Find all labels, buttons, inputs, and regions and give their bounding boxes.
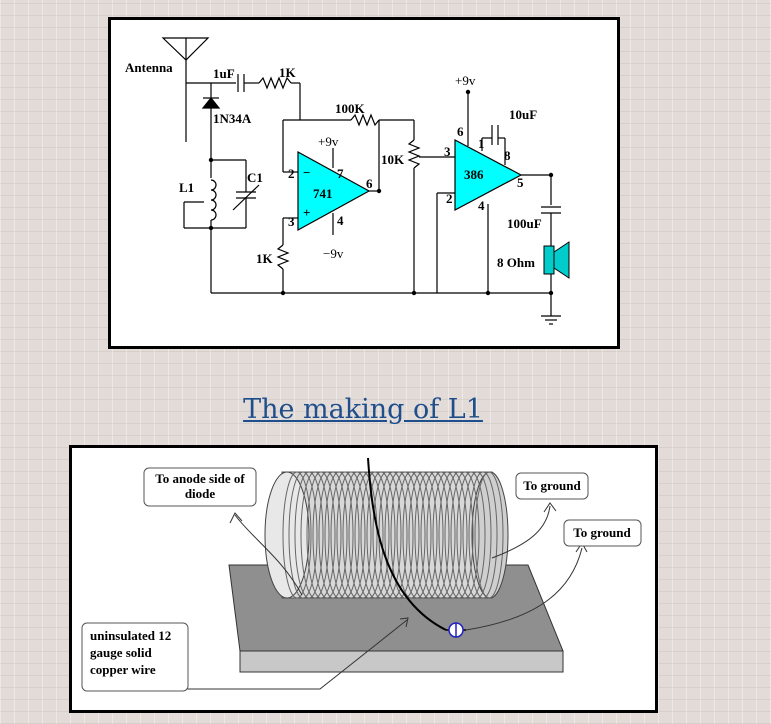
callout-anode xyxy=(143,467,257,507)
coil-turn xyxy=(294,471,324,599)
inductor-l1 xyxy=(210,179,217,221)
label-pin386-6: 6 xyxy=(457,124,464,139)
coil-turn xyxy=(324,471,354,599)
label-pin741-2: 2 xyxy=(288,166,295,181)
label-plus9-741: +9v xyxy=(318,134,339,149)
coil-turn xyxy=(456,471,486,599)
schematic-drawing: Antenna 1uF 1K 100K 1N34A +9v −9v 741 2 … xyxy=(125,37,570,325)
coil-turn xyxy=(474,471,504,599)
label-pin741-4: 4 xyxy=(337,213,344,228)
label-pin386-1: 1 xyxy=(478,136,485,151)
label-res-100k: 100K xyxy=(335,101,366,116)
label-res-1k-top: 1K xyxy=(279,65,297,80)
label-cap-100uf: 100uF xyxy=(507,216,542,231)
label-amp-386: 386 xyxy=(464,167,484,182)
coil-turn xyxy=(312,471,342,599)
making-of-l1-link[interactable]: The making of L1 xyxy=(243,394,483,425)
coil-turn xyxy=(390,471,420,599)
label-cap-10uf: 10uF xyxy=(509,107,537,122)
callout-ground-2 xyxy=(563,519,642,547)
label-minus9-741: −9v xyxy=(323,246,344,261)
label-pin741-6: 6 xyxy=(366,176,373,191)
resistor-1k-bottom xyxy=(276,244,290,270)
label-pin386-8: 8 xyxy=(504,148,511,163)
label-opamp-741: 741 xyxy=(313,186,333,201)
callout-wire-line3: copper wire xyxy=(90,662,156,677)
coil-turn xyxy=(342,471,372,599)
coil-turn xyxy=(396,471,426,599)
label-pin386-4: 4 xyxy=(478,198,485,213)
coil-turn xyxy=(414,471,444,599)
label-741-plus: + xyxy=(303,205,310,220)
coil-turn xyxy=(384,471,414,599)
coil-turn xyxy=(426,471,456,599)
speaker-icon xyxy=(543,245,555,275)
coil-turn xyxy=(438,471,468,599)
coil-turn xyxy=(360,471,390,599)
coil-construction-diagram: To anode side of diode To ground To grou… xyxy=(69,445,658,713)
label-speaker: 8 Ohm xyxy=(497,255,535,270)
coil-turn xyxy=(420,471,450,599)
coil-turn xyxy=(282,471,312,599)
label-pin386-5: 5 xyxy=(517,175,524,190)
callout-ground-1 xyxy=(515,472,589,500)
coil-drawing: To anode side of diode To ground To grou… xyxy=(81,457,642,692)
coil-turn xyxy=(318,471,348,599)
coil-turn xyxy=(444,471,474,599)
resistor-1k-top xyxy=(258,76,292,90)
opamp-741 xyxy=(297,150,371,232)
coil-turn xyxy=(366,471,396,599)
label-741-minus: − xyxy=(303,165,310,180)
label-pot-10k: 10K xyxy=(381,152,405,167)
coil-turn xyxy=(408,471,438,599)
resistor-100k xyxy=(350,113,380,127)
label-antenna: Antenna xyxy=(125,60,173,75)
callout-wire-line1: uninsulated 12 xyxy=(90,628,171,643)
label-res-1k-bottom: 1K xyxy=(256,251,274,266)
label-c1: C1 xyxy=(247,170,263,185)
callout-anode-line1: To anode side of xyxy=(155,471,245,486)
callout-anode-line2: diode xyxy=(185,486,216,501)
coil-turn xyxy=(330,471,360,599)
copper-lead-wire xyxy=(367,457,447,631)
coil-turn xyxy=(450,471,480,599)
label-l1: L1 xyxy=(179,180,194,195)
coil-turn xyxy=(402,471,432,599)
label-pin386-3: 3 xyxy=(444,144,451,159)
label-pin741-7: 7 xyxy=(337,166,344,181)
label-cap-1uf: 1uF xyxy=(213,66,235,81)
circuit-schematic: Antenna 1uF 1K 100K 1N34A +9v −9v 741 2 … xyxy=(108,17,620,349)
label-pin741-3: 3 xyxy=(288,214,295,229)
coil-turn xyxy=(468,471,498,599)
coil-turn xyxy=(372,471,402,599)
amp-386 xyxy=(454,139,523,211)
callout-ground-2-text: To ground xyxy=(573,525,631,540)
base-block-front xyxy=(239,650,564,673)
callout-wire-line2: gauge solid xyxy=(90,645,153,660)
label-diode: 1N34A xyxy=(213,111,252,126)
coil-turn xyxy=(306,471,336,599)
label-pin386-2: 2 xyxy=(446,191,453,206)
potentiometer-10k xyxy=(407,139,421,169)
callout-ground-1-text: To ground xyxy=(523,478,581,493)
coil-turn xyxy=(288,471,318,599)
coil-turn xyxy=(348,471,378,599)
coil-turn xyxy=(462,471,492,599)
callout-wire xyxy=(81,622,189,692)
coil-turn xyxy=(336,471,366,599)
label-plus9-386: +9v xyxy=(455,73,476,88)
coil-turn xyxy=(300,471,330,599)
coil-turn xyxy=(432,471,462,599)
